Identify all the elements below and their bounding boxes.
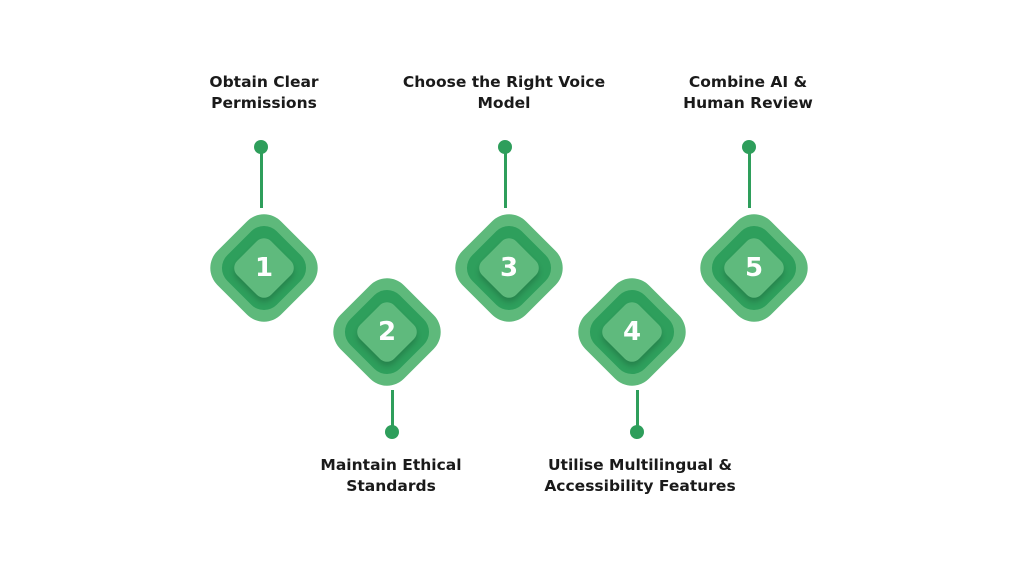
step-4-number: 4 <box>622 317 642 347</box>
step-1-connector-line <box>260 148 263 208</box>
step-5-label: Combine AI & Human Review <box>683 73 813 112</box>
step-5-connector-dot <box>742 140 756 154</box>
step-3-connector-dot <box>498 140 512 154</box>
step-3-number: 3 <box>499 253 519 283</box>
step-5-connector-line <box>748 148 751 208</box>
step-3-label: Choose the Right Voice Model <box>402 73 606 112</box>
step-1-number: 1 <box>254 253 274 283</box>
step-2-connector-dot <box>385 425 399 439</box>
step-2-label: Maintain Ethical Standards <box>320 456 462 495</box>
step-1-connector-dot <box>254 140 268 154</box>
step-2-number: 2 <box>377 317 397 347</box>
step-4-connector-line <box>636 390 639 430</box>
step-2-connector-line <box>391 390 394 430</box>
step-4-label: Utilise Multilingual & Accessibility Fea… <box>544 456 736 495</box>
step-4-connector-dot <box>630 425 644 439</box>
step-1-label: Obtain Clear Permissions <box>209 73 319 112</box>
step-5-number: 5 <box>744 253 764 283</box>
step-3-connector-line <box>504 148 507 208</box>
